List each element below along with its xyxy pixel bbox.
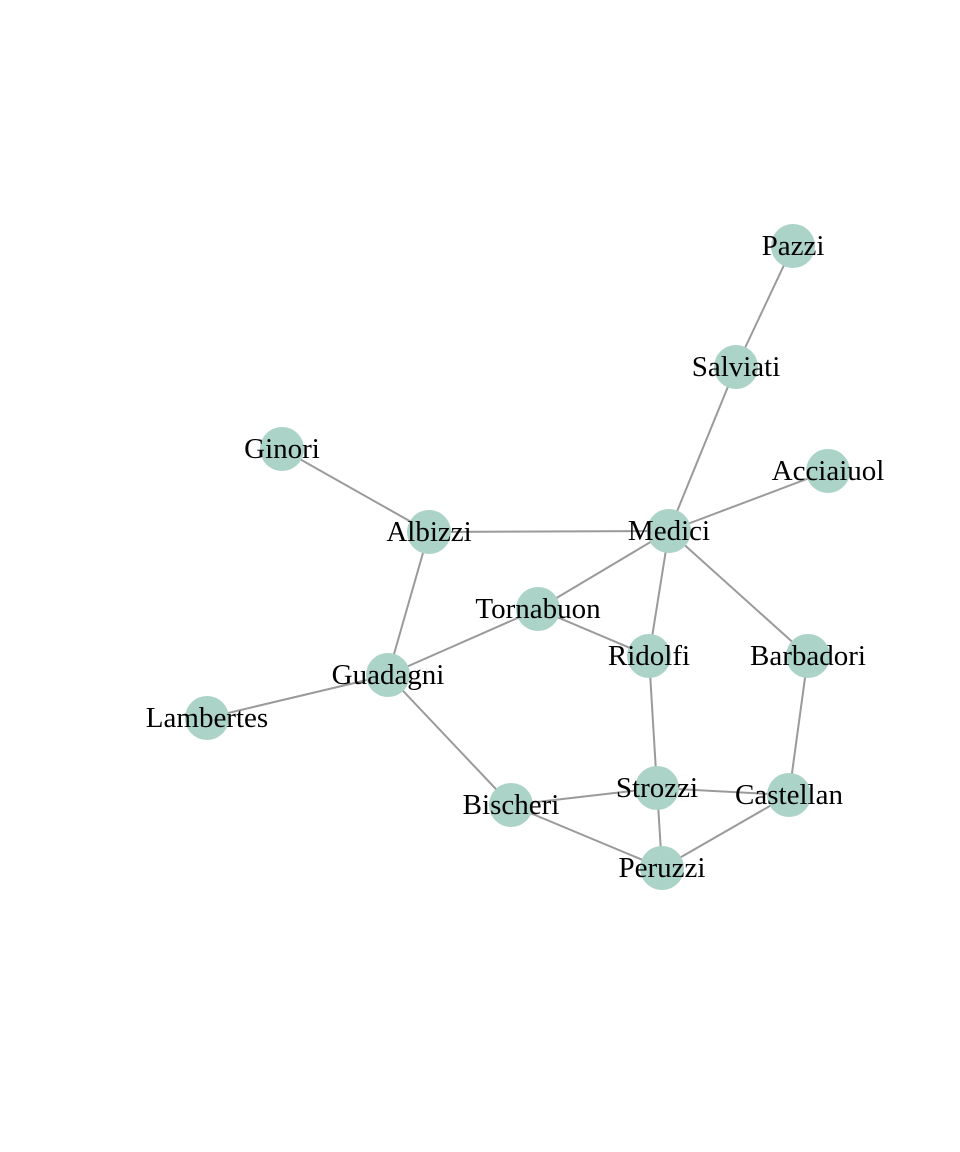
edge-albizzi-medici — [428, 530, 670, 533]
node-label-guadagni: Guadagni — [332, 659, 445, 691]
edge-tornabuon-guadagni — [387, 608, 539, 676]
edge-bischeri-strozzi — [510, 787, 658, 806]
node-label-salviati: Salviati — [692, 351, 781, 383]
node-tornabuon: Tornabuon — [475, 587, 601, 631]
node-circle-lambertes — [185, 696, 229, 740]
edge-acciaiuol-medici — [668, 470, 829, 532]
node-circle-tornabuon — [516, 587, 560, 631]
node-pazzi: Pazzi — [762, 224, 825, 268]
edge-guadagni-bischeri — [387, 674, 512, 806]
edge-ginori-albizzi — [281, 448, 430, 533]
node-label-ridolfi: Ridolfi — [608, 640, 690, 672]
node-peruzzi: Peruzzi — [619, 846, 706, 890]
edge-ridolfi-strozzi — [648, 655, 658, 789]
node-circle-barbadori — [786, 634, 830, 678]
edge-castellan-peruzzi — [661, 794, 790, 869]
node-lambertes: Lambertes — [146, 696, 268, 740]
node-circle-pazzi — [771, 224, 815, 268]
node-circle-guadagni — [366, 653, 410, 697]
node-salviati: Salviati — [692, 345, 781, 389]
edge-layer — [206, 245, 829, 869]
node-bischeri: Bischeri — [463, 783, 560, 827]
node-strozzi: Strozzi — [616, 766, 698, 810]
edge-guadagni-lambertes — [206, 674, 389, 719]
node-circle-peruzzi — [640, 846, 684, 890]
node-acciaiuol: Acciaiuol — [772, 449, 885, 493]
edge-medici-barbadori — [668, 530, 809, 657]
node-circle-medici — [647, 509, 691, 553]
edge-barbadori-castellan — [788, 655, 809, 796]
node-circle-castellan — [767, 773, 811, 817]
node-label-barbadori: Barbadori — [750, 640, 866, 672]
node-label-bischeri: Bischeri — [463, 789, 560, 821]
node-label-medici: Medici — [628, 515, 710, 547]
node-circle-bischeri — [489, 783, 533, 827]
node-circle-ridolfi — [627, 634, 671, 678]
node-ridolfi: Ridolfi — [608, 634, 690, 678]
node-albizzi: Albizzi — [386, 510, 472, 554]
node-label-ginori: Ginori — [244, 433, 320, 465]
node-label-castellan: Castellan — [735, 779, 843, 811]
edge-albizzi-guadagni — [387, 531, 430, 676]
node-label-peruzzi: Peruzzi — [619, 852, 706, 884]
node-barbadori: Barbadori — [750, 634, 866, 678]
edge-bischeri-peruzzi — [510, 804, 663, 869]
node-circle-ginori — [260, 427, 304, 471]
node-label-strozzi: Strozzi — [616, 772, 698, 804]
node-label-albizzi: Albizzi — [386, 516, 471, 548]
node-label-tornabuon: Tornabuon — [475, 593, 601, 625]
node-label-acciaiuol: Acciaiuol — [772, 455, 885, 487]
edge-medici-tornabuon — [537, 530, 670, 610]
edge-salviati-medici — [668, 366, 737, 532]
node-medici: Medici — [628, 509, 710, 553]
node-circle-strozzi — [635, 766, 679, 810]
edge-pazzi-salviati — [735, 245, 794, 368]
node-label-pazzi: Pazzi — [762, 230, 825, 262]
node-circle-acciaiuol — [806, 449, 850, 493]
node-circle-albizzi — [407, 510, 451, 554]
node-guadagni: Guadagni — [332, 653, 445, 697]
node-ginori: Ginori — [244, 427, 320, 471]
node-castellan: Castellan — [735, 773, 843, 817]
node-label-lambertes: Lambertes — [146, 702, 268, 734]
edge-strozzi-castellan — [656, 787, 790, 796]
node-circle-salviati — [714, 345, 758, 389]
